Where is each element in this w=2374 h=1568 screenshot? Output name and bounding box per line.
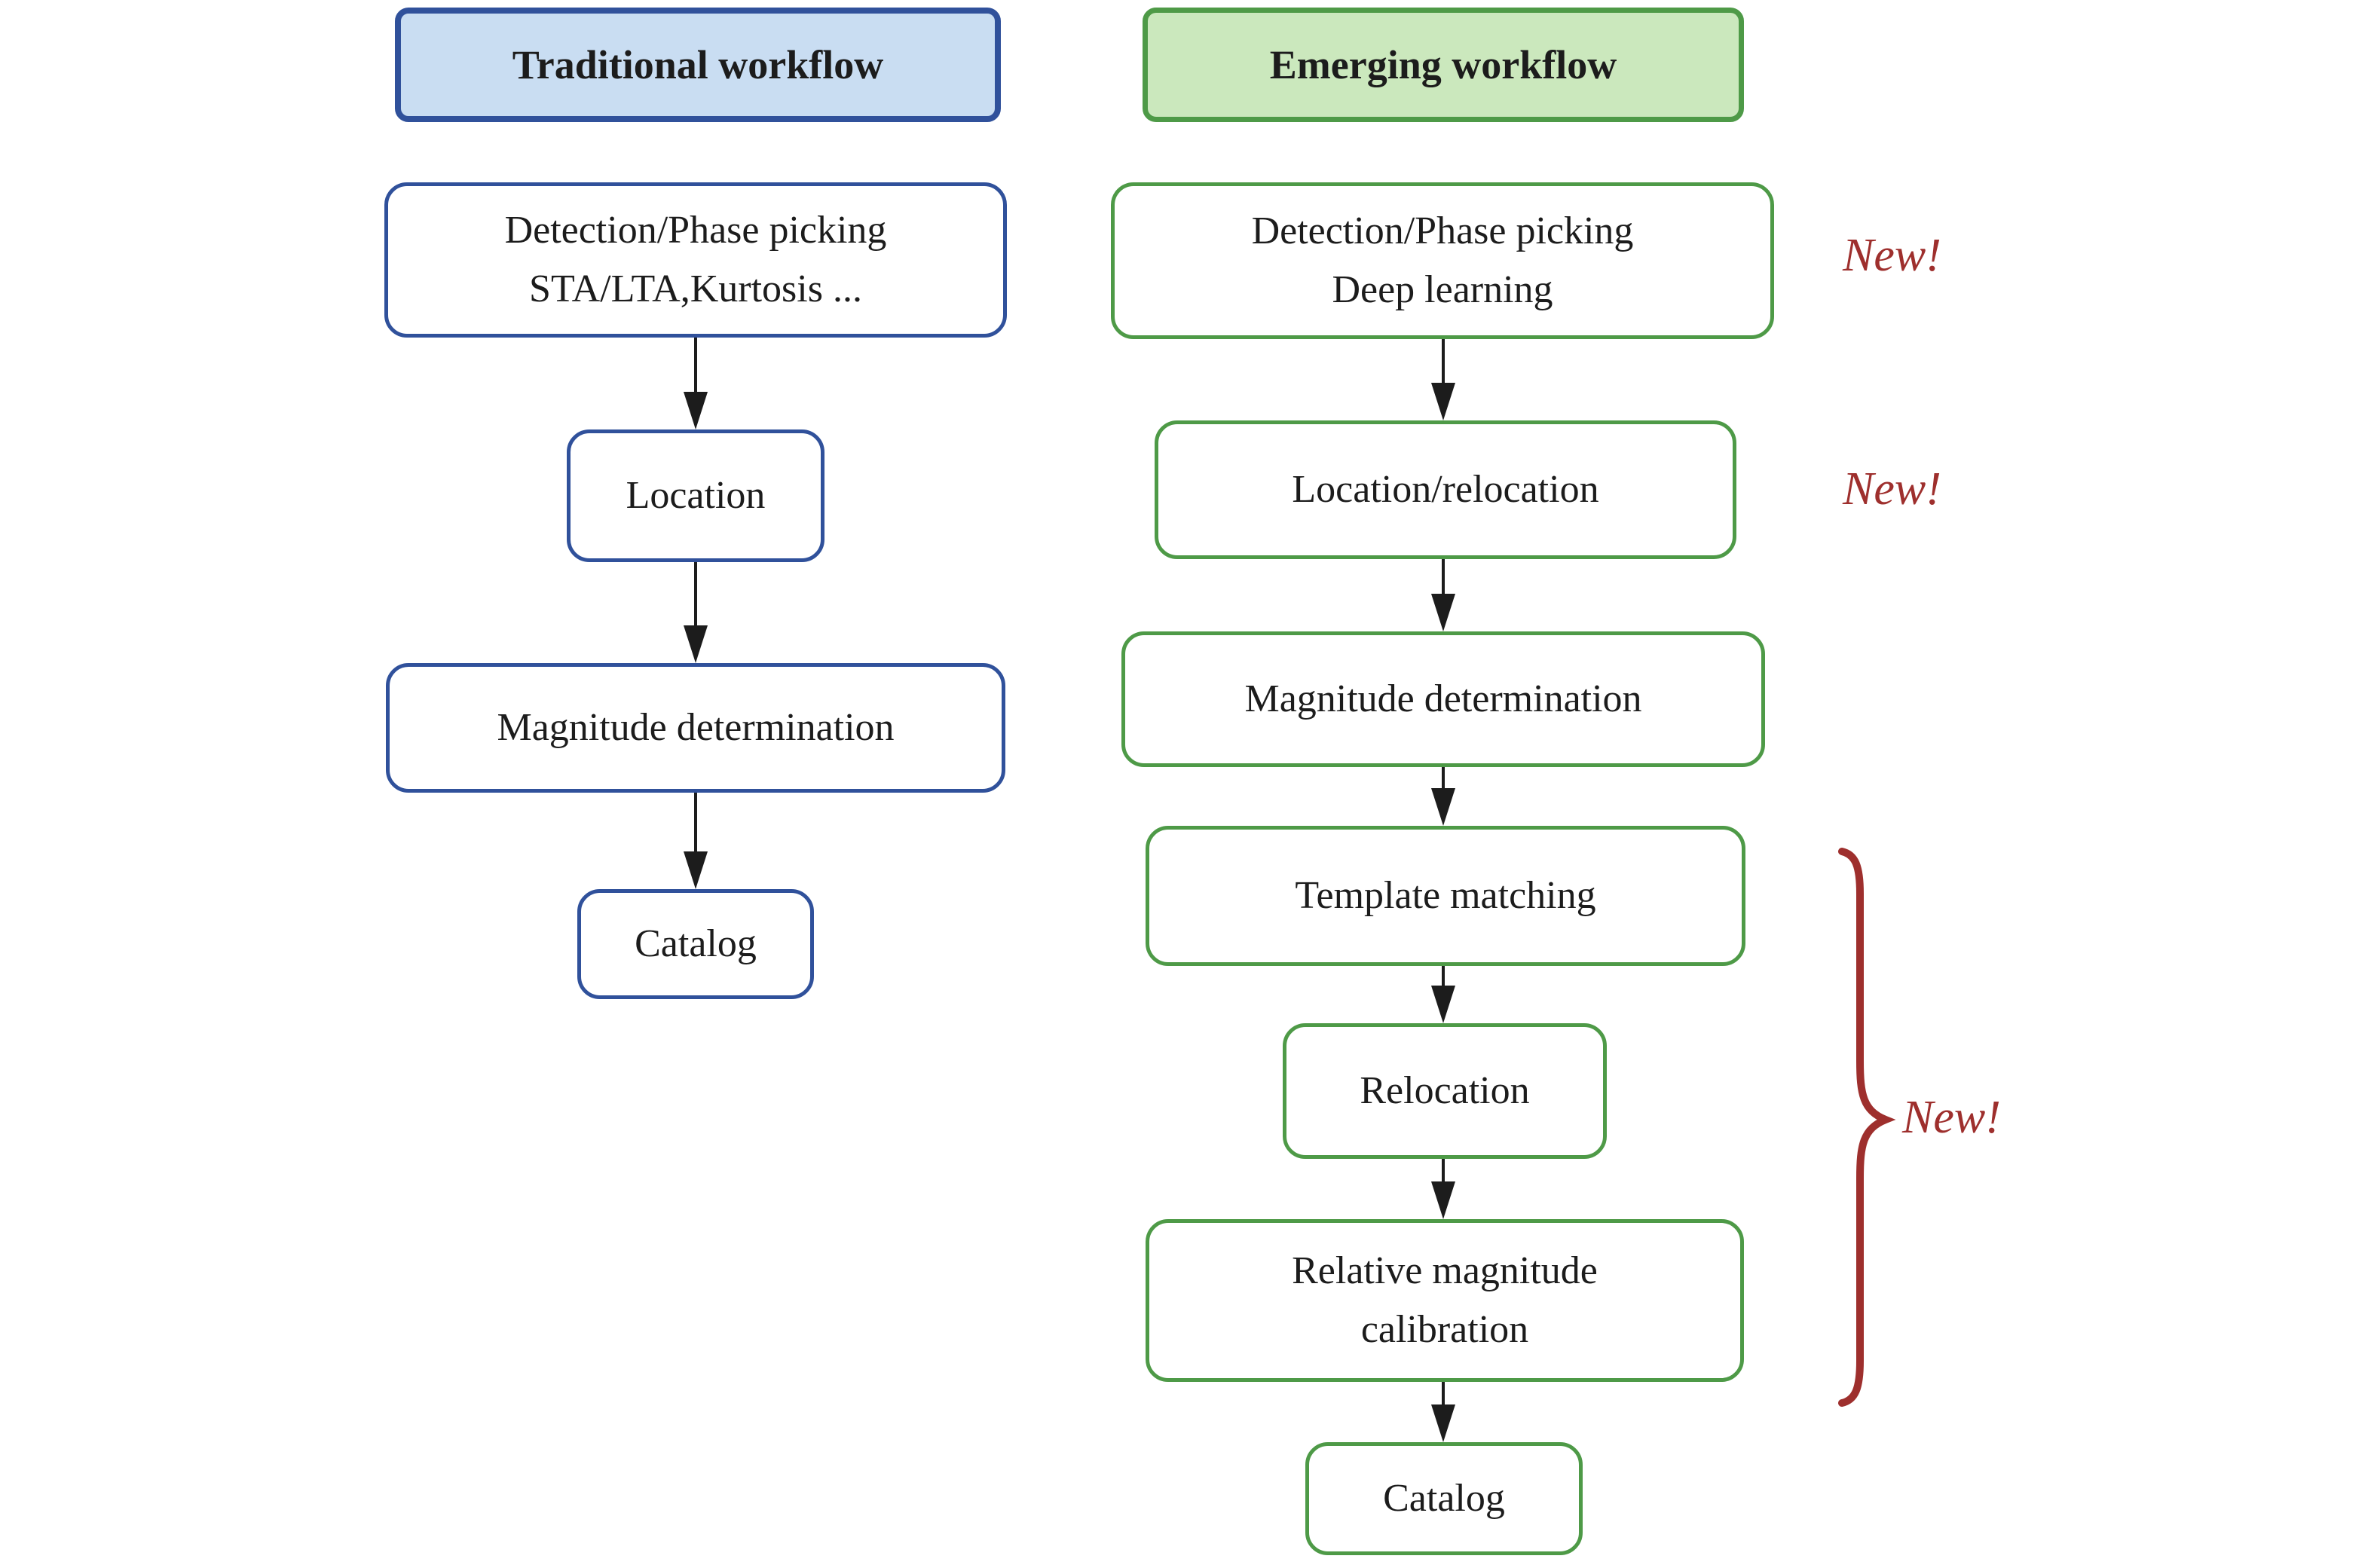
box-label: Detection/Phase picking xyxy=(504,209,887,252)
box-label: calibration xyxy=(1360,1308,1529,1351)
arrow xyxy=(1431,767,1455,826)
new-annotation-detection: New! xyxy=(1843,230,1941,281)
box-detection-emerging: Detection/Phase picking Deep learning xyxy=(1111,182,1774,339)
new-annotation-location: New! xyxy=(1843,463,1941,515)
arrow xyxy=(684,793,708,889)
box-magnitude-traditional: Magnitude determination xyxy=(386,663,1005,793)
box-relocation: Relocation xyxy=(1283,1023,1607,1159)
arrow xyxy=(1431,1159,1455,1219)
arrow xyxy=(1431,339,1455,420)
box-label: Magnitude determination xyxy=(1244,677,1642,720)
arrow xyxy=(684,338,708,429)
box-label: Relative magnitude xyxy=(1292,1249,1598,1292)
header-label: Emerging workflow xyxy=(1269,42,1617,87)
header-traditional-workflow: Traditional workflow xyxy=(395,8,1001,122)
box-label: Catalog xyxy=(635,922,757,965)
box-label: Location xyxy=(626,474,766,517)
box-location-traditional: Location xyxy=(567,429,824,562)
box-label: Catalog xyxy=(1383,1477,1505,1520)
box-magnitude-emerging: Magnitude determination xyxy=(1121,631,1765,767)
brace xyxy=(1838,848,1896,1407)
box-label: Template matching xyxy=(1295,874,1596,917)
header-label: Traditional workflow xyxy=(512,42,884,87)
box-catalog-emerging: Catalog xyxy=(1305,1442,1583,1555)
box-location-relocation-emerging: Location/relocation xyxy=(1155,420,1736,559)
arrow xyxy=(684,562,708,663)
box-label: Relocation xyxy=(1360,1069,1530,1112)
box-label: Detection/Phase picking xyxy=(1251,209,1634,252)
arrow xyxy=(1431,966,1455,1023)
box-label: Deep learning xyxy=(1332,268,1553,311)
box-detection-traditional: Detection/Phase picking STA/LTA,Kurtosis… xyxy=(384,182,1007,338)
box-catalog-traditional: Catalog xyxy=(577,889,814,999)
new-annotation-brace-group: New! xyxy=(1902,1092,2001,1143)
box-template-matching: Template matching xyxy=(1146,826,1745,966)
header-emerging-workflow: Emerging workflow xyxy=(1143,8,1744,122)
box-label: STA/LTA,Kurtosis ... xyxy=(529,267,862,310)
box-label: Magnitude determination xyxy=(497,706,895,749)
box-relative-magnitude-calibration: Relative magnitude calibration xyxy=(1146,1219,1744,1382)
arrow xyxy=(1431,559,1455,631)
box-label: Location/relocation xyxy=(1292,468,1599,511)
arrow xyxy=(1431,1382,1455,1442)
